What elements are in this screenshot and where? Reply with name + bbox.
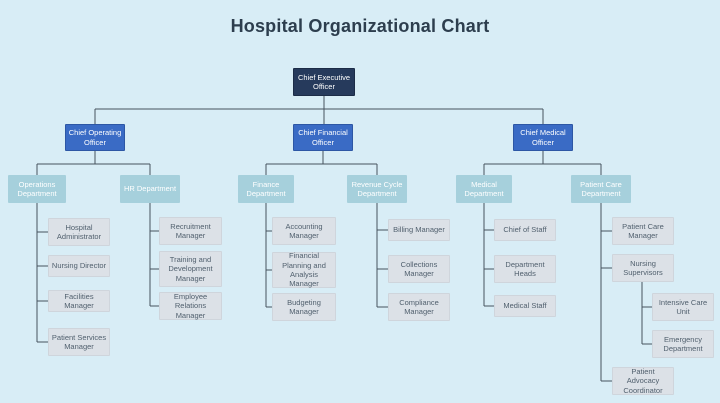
- node-finance-department: Finance Department: [238, 175, 294, 203]
- node-facilities-manager: Facilities Manager: [48, 290, 110, 312]
- node-patient-care-manager: Patient Care Manager: [612, 217, 674, 245]
- node-department-heads: Department Heads: [494, 255, 556, 283]
- node-revenue-cycle-department: Revenue Cycle Department: [347, 175, 407, 203]
- connector-executive-to-officers: [94, 96, 544, 125]
- connector-operations-roles: [36, 203, 48, 343]
- connector-patient-care-roles: [600, 203, 612, 382]
- node-medical-staff: Medical Staff: [494, 295, 556, 317]
- connector-nursing-supervisors-children: [641, 282, 652, 345]
- node-compliance-manager: Compliance Manager: [388, 293, 450, 321]
- node-chief-executive-officer: Chief Executive Officer: [293, 68, 355, 96]
- node-operations-department: Operations Department: [8, 175, 66, 203]
- node-accounting-manager: Accounting Manager: [272, 217, 336, 245]
- node-emergency-department: Emergency Department: [652, 330, 714, 358]
- node-medical-department: Medical Department: [456, 175, 512, 203]
- node-chief-operating-officer: Chief Operating Officer: [65, 124, 125, 151]
- node-collections-manager: Collections Manager: [388, 255, 450, 283]
- node-hr-department: HR Department: [120, 175, 180, 203]
- node-chief-financial-officer: Chief Financial Officer: [293, 124, 353, 151]
- connector-finance-roles: [265, 203, 272, 308]
- node-nursing-director: Nursing Director: [48, 255, 110, 277]
- node-chief-of-staff: Chief of Staff: [494, 219, 556, 241]
- chart-title: Hospital Organizational Chart: [230, 16, 490, 36]
- connector-coo-to-departments: [36, 151, 151, 176]
- node-nursing-supervisors: Nursing Supervisors: [612, 254, 674, 282]
- node-patient-advocacy-coordinator: Patient Advocacy Coordinator: [612, 367, 674, 395]
- connector-medical-roles: [483, 203, 494, 307]
- connector-cfo-to-departments: [265, 151, 378, 176]
- connector-revenue-cycle-roles: [376, 203, 388, 308]
- node-training-and-development-manager: Training and Development Manager: [159, 251, 222, 287]
- node-budgeting-manager: Budgeting Manager: [272, 293, 336, 321]
- node-recruitment-manager: Recruitment Manager: [159, 217, 222, 245]
- node-patient-care-department: Patient Care Department: [571, 175, 631, 203]
- node-employee-relations-manager: Employee Relations Manager: [159, 292, 222, 320]
- node-hospital-administrator: Hospital Administrator: [48, 218, 110, 246]
- node-intensive-care-unit: Intensive Care Unit: [652, 293, 714, 321]
- node-patient-services-manager: Patient Services Manager: [48, 328, 110, 356]
- node-chief-medical-officer: Chief Medical Officer: [513, 124, 573, 151]
- connector-cmo-to-departments: [483, 151, 602, 176]
- connector-hr-roles: [149, 203, 159, 307]
- node-billing-manager: Billing Manager: [388, 219, 450, 241]
- node-financial-planning-and-analysis-manager: Financial Planning and Analysis Manager: [272, 251, 336, 288]
